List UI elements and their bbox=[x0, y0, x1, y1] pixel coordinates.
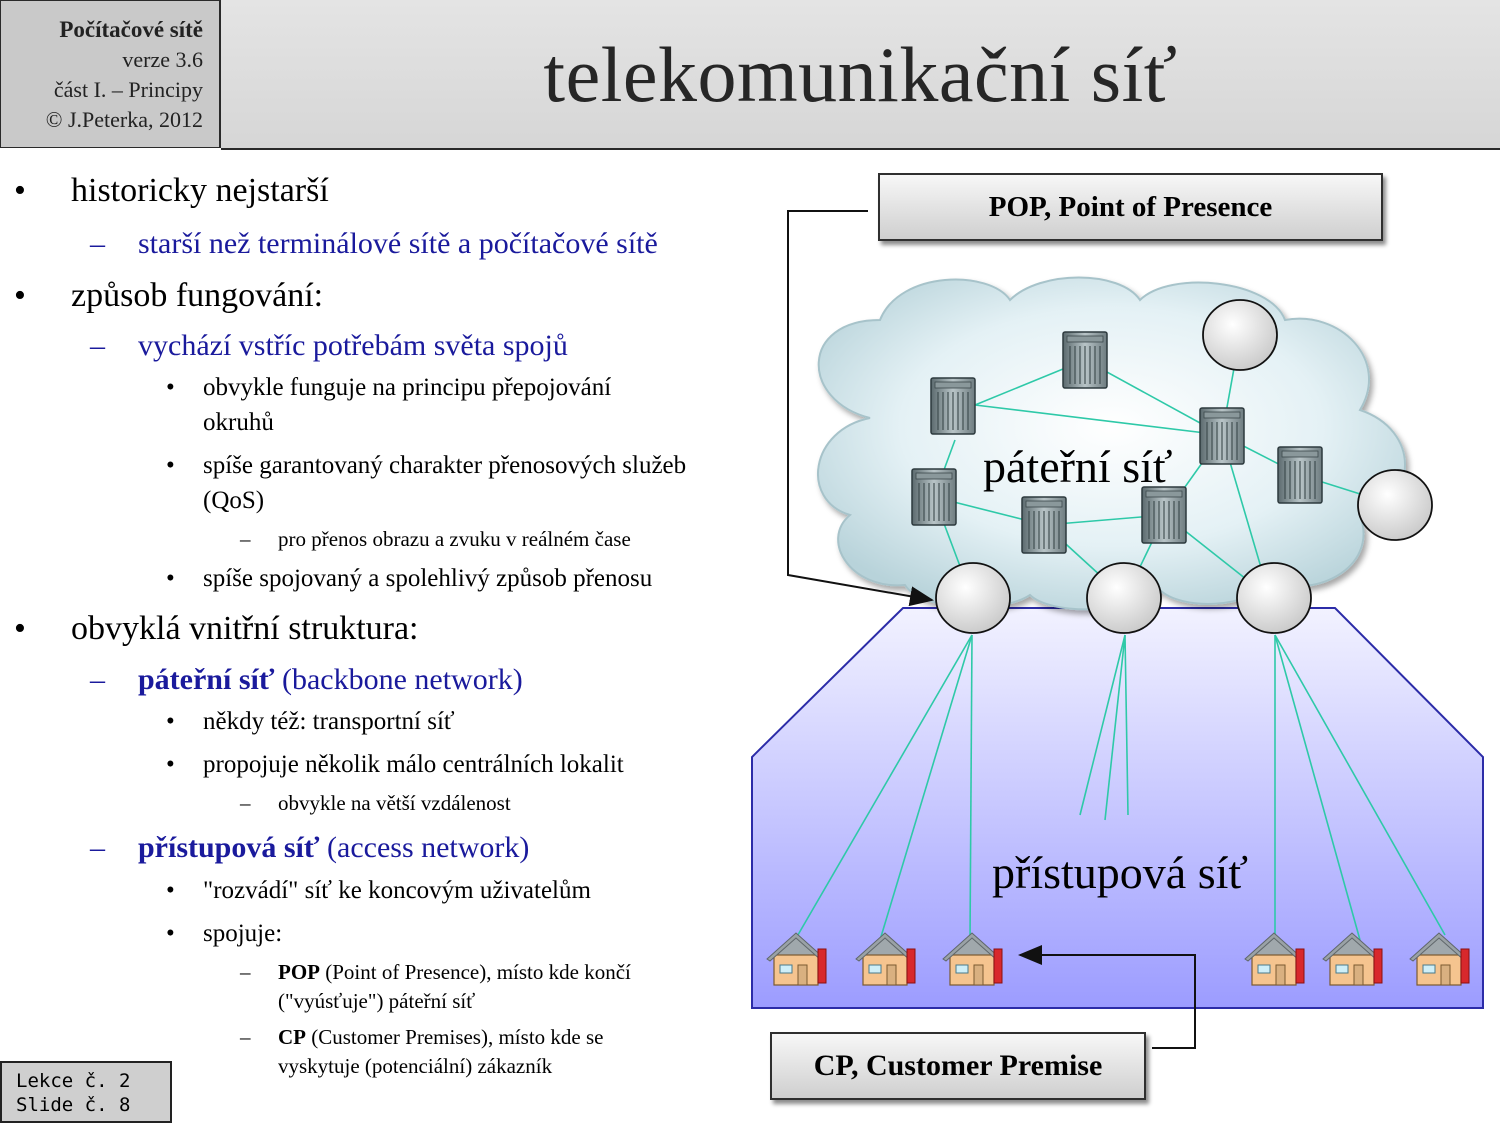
sub-bullet-text: páteřní síť (backbone network) bbox=[138, 663, 523, 697]
bullet-dot-icon: • bbox=[166, 374, 175, 401]
lesson-number: Lekce č. 2 bbox=[16, 1070, 131, 1092]
bullet-dot-icon: • bbox=[166, 452, 175, 479]
dash-icon: – bbox=[240, 960, 251, 984]
dash-icon: – bbox=[240, 1025, 251, 1049]
dash-icon: – bbox=[90, 831, 105, 864]
dash-icon: – bbox=[240, 791, 251, 815]
detail-text: obvykle funguje na principu přepojování bbox=[203, 374, 612, 401]
detail-sub-text: vyskytuje (potenciální) zákazník bbox=[278, 1054, 553, 1078]
course-name: Počítačové sítě bbox=[59, 17, 203, 42]
slide-title: telekomunikační síť bbox=[543, 31, 1178, 118]
dash-icon: – bbox=[90, 227, 105, 260]
term-rest: (access network) bbox=[319, 831, 530, 864]
dash-icon: – bbox=[90, 329, 105, 362]
access-links bbox=[794, 634, 1446, 941]
slide-title-bar: telekomunikační síť bbox=[221, 0, 1500, 150]
bullet-dot-icon: • bbox=[166, 565, 175, 592]
pop-node-icon bbox=[1086, 562, 1162, 634]
pop-node-icon bbox=[935, 562, 1011, 634]
term-bold: POP bbox=[278, 960, 320, 984]
bullet-dot-icon: • bbox=[166, 751, 175, 778]
detail-sub-text: ("vyúsťuje") páteřní síť bbox=[278, 989, 476, 1013]
bullet-text: obvyklá vnitřní struktura: bbox=[71, 610, 419, 647]
access-network-area bbox=[751, 607, 1484, 1009]
bullet-dot-icon: • bbox=[14, 277, 26, 314]
detail-text: (QoS) bbox=[203, 487, 265, 514]
term-bold: přístupová síť bbox=[138, 831, 320, 864]
detail-sub-text: obvykle na větší vzdálenost bbox=[278, 791, 511, 815]
cp-pointer-arrow bbox=[1018, 945, 1196, 1049]
term-bold: páteřní síť bbox=[138, 663, 275, 696]
access-network-label: přístupová síť bbox=[992, 847, 1249, 898]
bullet-dot-icon: • bbox=[166, 920, 175, 947]
detail-text: spojuje: bbox=[203, 920, 283, 947]
pop-node-icon bbox=[1236, 562, 1312, 634]
slide-number: Slide č. 8 bbox=[16, 1094, 131, 1116]
dash-icon: – bbox=[240, 527, 251, 551]
backbone-node-icon bbox=[1357, 469, 1433, 541]
detail-text: "rozvádí" síť ke koncovým uživatelům bbox=[203, 877, 591, 904]
detail-text: někdy též: transportní síť bbox=[203, 708, 455, 735]
term-rest: (Point of Presence), místo kde končí bbox=[320, 960, 631, 984]
term-rest: (backbone network) bbox=[274, 663, 523, 696]
course-version: verze 3.6 bbox=[122, 47, 203, 72]
bullet-text: historicky nejstarší bbox=[71, 172, 329, 209]
bullet-dot-icon: • bbox=[166, 877, 175, 904]
router-server-icon bbox=[1062, 331, 1108, 389]
detail-text: spíše spojovaný a spolehlivý způsob přen… bbox=[203, 565, 653, 592]
detail-text: propojuje několik málo centrálních lokal… bbox=[203, 751, 624, 778]
sub-bullet-text: vychází vstříc potřebám světa spojů bbox=[138, 329, 568, 362]
pop-label-box: POP, Point of Presence bbox=[878, 173, 1383, 241]
bullet-dot-icon: • bbox=[166, 708, 175, 735]
detail-sub-text: CP (Customer Premises), místo kde se bbox=[278, 1025, 603, 1050]
sub-bullet-text: starší než terminálové sítě a počítačové… bbox=[138, 227, 658, 260]
detail-text: okruhů bbox=[203, 409, 274, 436]
router-server-icon bbox=[1277, 446, 1323, 504]
term-rest: (Customer Premises), místo kde se bbox=[306, 1025, 604, 1049]
sub-bullet-text: přístupová síť (access network) bbox=[138, 831, 529, 865]
router-server-icon bbox=[1199, 407, 1245, 465]
detail-text: spíše garantovaný charakter přenosových … bbox=[203, 452, 687, 479]
bullet-dot-icon: • bbox=[14, 610, 26, 647]
cp-label-box: CP, Customer Premise bbox=[770, 1032, 1146, 1100]
backbone-node-icon bbox=[1202, 299, 1278, 371]
router-server-icon bbox=[911, 468, 957, 526]
bullet-dot-icon: • bbox=[14, 172, 26, 209]
detail-sub-text: pro přenos obrazu a zvuku v reálném čase bbox=[278, 527, 631, 551]
course-part: část I. – Principy bbox=[53, 77, 203, 102]
pop-label: POP, Point of Presence bbox=[988, 191, 1273, 223]
term-bold: CP bbox=[278, 1025, 306, 1049]
detail-sub-text: POP (Point of Presence), místo kde končí bbox=[278, 960, 631, 985]
dash-icon: – bbox=[90, 663, 105, 696]
course-info-box: Počítačové sítě verze 3.6 část I. – Prin… bbox=[0, 0, 221, 148]
router-server-icon bbox=[1021, 496, 1067, 554]
pop-pointer-arrow bbox=[787, 210, 934, 607]
router-server-icon bbox=[1141, 486, 1187, 544]
bullet-text: způsob fungování: bbox=[71, 277, 324, 314]
course-copyright: © J.Peterka, 2012 bbox=[45, 107, 203, 132]
backbone-network-label: páteřní síť bbox=[983, 441, 1173, 492]
cp-label: CP, Customer Premise bbox=[813, 1049, 1103, 1082]
router-server-icon bbox=[930, 377, 976, 435]
slide-footer: Lekce č. 2 Slide č. 8 bbox=[0, 1061, 172, 1123]
